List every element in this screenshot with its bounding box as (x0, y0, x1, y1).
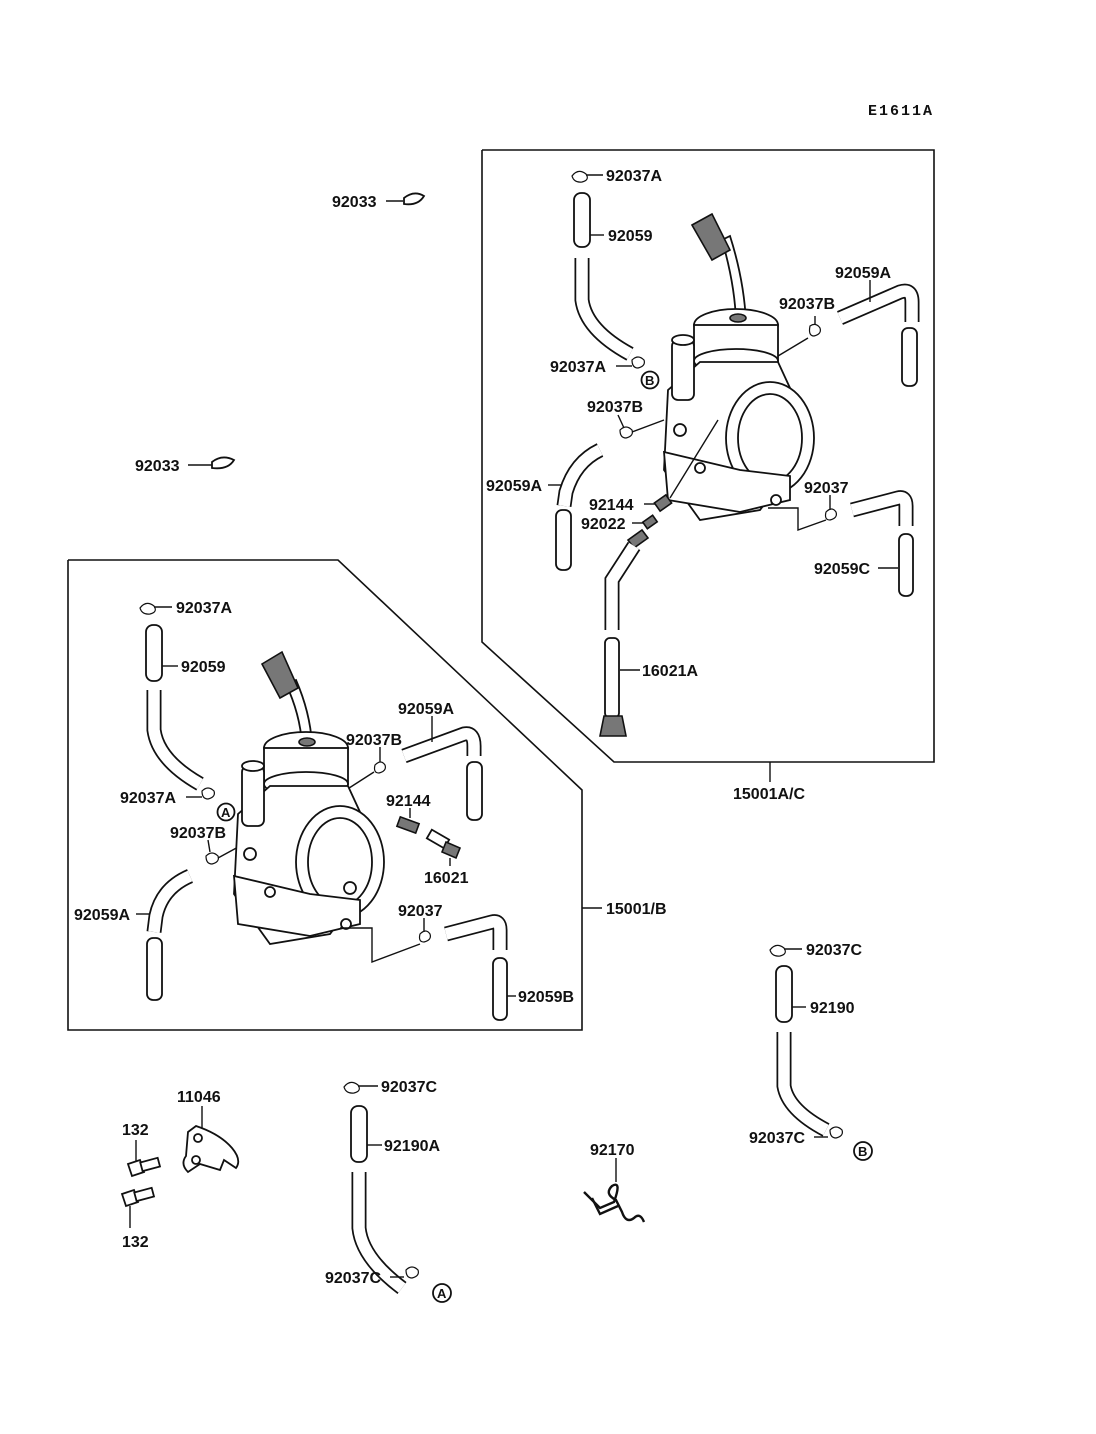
clip-92033-top (386, 192, 426, 206)
wire-clamp-92170 (583, 1158, 646, 1223)
label-l-92059: 92059 (181, 659, 226, 676)
lower-marker-a: A (216, 802, 236, 822)
bolt-132-top (126, 1140, 162, 1178)
label-u-92037B-left: 92037B (587, 399, 643, 416)
lower-assembly-label: 15001/B (606, 901, 667, 918)
label-r-92037C-bot: 92037C (749, 1130, 805, 1147)
label-l-92059A-left: 92059A (74, 907, 130, 924)
right-clip-92037C-top (769, 944, 802, 957)
label-b-92037C-bot: 92037C (325, 1270, 381, 1287)
upper-clip-92037B-right (777, 316, 821, 357)
right-clip-92037C-bot (814, 1126, 843, 1139)
lower-hose-92059 (145, 624, 178, 682)
lower-hose-92059A-left (136, 869, 194, 1001)
label-b-92190A: 92190A (384, 1138, 440, 1155)
label-b-92170: 92170 (590, 1142, 635, 1159)
label-u-92037: 92037 (804, 480, 849, 497)
diagram-code: E1611A (868, 103, 934, 120)
label-11046: 11046 (177, 1089, 221, 1106)
label-u-92022: 92022 (581, 516, 626, 533)
bottom-clip-92037C-top (343, 1081, 378, 1094)
label-l-92059A-right: 92059A (398, 701, 454, 718)
upper-hose-92059A-right (837, 280, 920, 387)
upper-cable-16021A (599, 528, 650, 737)
label-l-92144: 92144 (386, 793, 431, 810)
upper-hose-92059C (850, 490, 914, 597)
lower-clip-92037B-right (345, 747, 386, 791)
svg-text:B: B (858, 1144, 867, 1159)
right-marker-b: B (853, 1141, 873, 1161)
label-u-92037B-right: 92037B (779, 296, 835, 313)
upper-marker-b: B (640, 370, 660, 390)
lower-hose-92059B (444, 914, 516, 1021)
svg-text:A: A (221, 805, 231, 820)
label-u-92059A-left: 92059A (486, 478, 542, 495)
bottom-marker-a: A (432, 1283, 452, 1303)
upper-clip-92037A-top (571, 170, 603, 183)
upper-bent-hose (574, 258, 634, 361)
bottom-clip-92037C-bot (390, 1266, 419, 1279)
label-l-16021: 16021 (424, 870, 469, 887)
svg-text:B: B (645, 373, 654, 388)
label-l-92037B-right: 92037B (346, 732, 402, 749)
label-u-92144: 92144 (589, 497, 634, 514)
label-132-bottom: 132 (122, 1234, 149, 1251)
label-132-top: 132 (122, 1122, 149, 1139)
upper-hose-92059A-left (548, 443, 604, 571)
upper-hose-92059 (573, 192, 604, 248)
right-hose-92190 (775, 965, 830, 1137)
lower-hose-92059A-right (401, 716, 483, 821)
lower-carburetor-body (233, 650, 385, 945)
label-92033-top: 92033 (332, 194, 377, 211)
lower-bent-hose (146, 690, 204, 791)
label-r-92190: 92190 (810, 1000, 855, 1017)
label-u-92059A-right: 92059A (835, 265, 891, 282)
lower-clip-92037A-left (186, 787, 215, 800)
lower-assembly-frame (67, 559, 602, 1031)
upper-assembly-label: 15001A/C (733, 786, 805, 803)
upper-screw-92022 (632, 514, 659, 530)
svg-text:A: A (437, 1286, 447, 1301)
label-l-92037A-left: 92037A (120, 790, 176, 807)
label-b-92037C-top: 92037C (381, 1079, 437, 1096)
lower-clip-92037 (340, 918, 431, 964)
upper-assembly-frame (481, 149, 935, 782)
label-u-92037A-top: 92037A (606, 168, 662, 185)
label-u-16021A: 16021A (642, 663, 698, 680)
bracket-11046 (182, 1106, 240, 1174)
upper-spring-92144 (644, 419, 719, 513)
label-u-92059: 92059 (608, 228, 653, 245)
label-r-92037C-top: 92037C (806, 942, 862, 959)
lower-clip-92037A-top (139, 602, 172, 615)
bolt-132-bottom (120, 1186, 156, 1228)
label-l-92059B: 92059B (518, 989, 574, 1006)
label-92033-mid: 92033 (135, 458, 180, 475)
upper-clip-92037B-left (617, 414, 665, 439)
label-u-92037A-left: 92037A (550, 359, 606, 376)
upper-clip-92037 (768, 495, 837, 531)
upper-carburetor-body (663, 212, 815, 521)
lower-screw-16021 (425, 828, 462, 866)
upper-clip-92037A-left (616, 356, 645, 369)
label-l-92037A-top: 92037A (176, 600, 232, 617)
bottom-hose-92190A (350, 1105, 407, 1294)
label-l-92037B-left: 92037B (170, 825, 226, 842)
clip-92033-mid (188, 456, 236, 470)
lower-spring-92144 (395, 808, 421, 835)
label-u-92059C: 92059C (814, 561, 870, 578)
label-l-92037: 92037 (398, 903, 443, 920)
